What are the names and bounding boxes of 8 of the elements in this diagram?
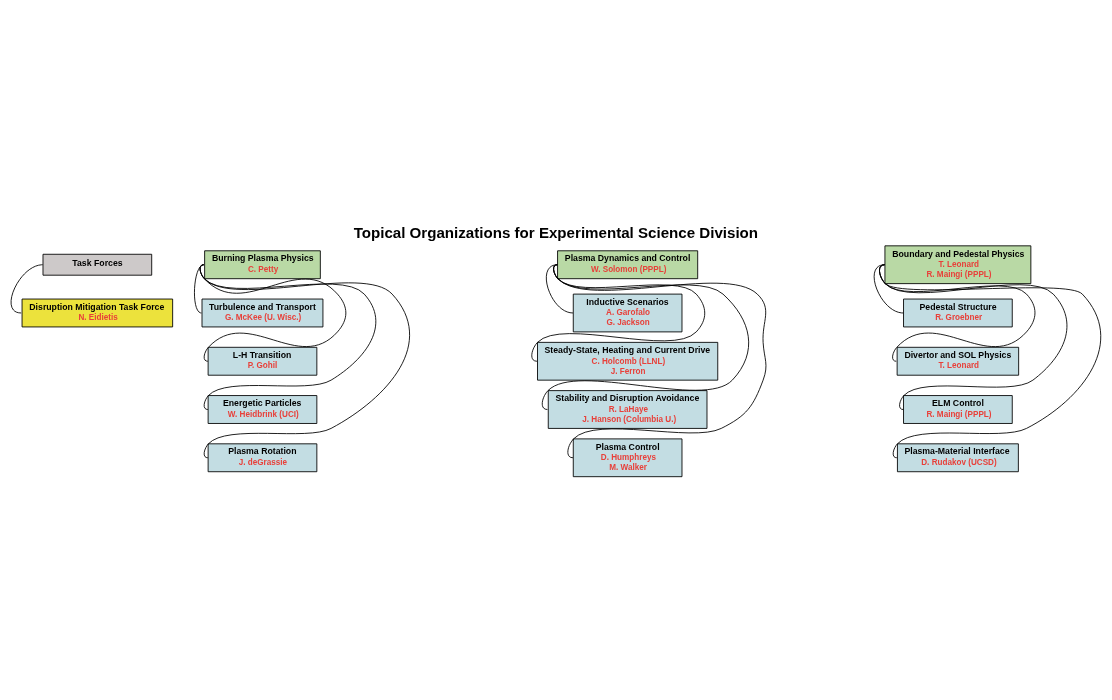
connector <box>531 263 706 362</box>
connector <box>879 263 1101 458</box>
connector <box>873 263 904 313</box>
connector <box>541 263 750 410</box>
node-box: Task Forces <box>42 253 153 276</box>
connector <box>545 263 574 313</box>
connector <box>10 263 44 313</box>
diagram-title: Topical Organizations for Experimental Science Division <box>353 223 759 241</box>
